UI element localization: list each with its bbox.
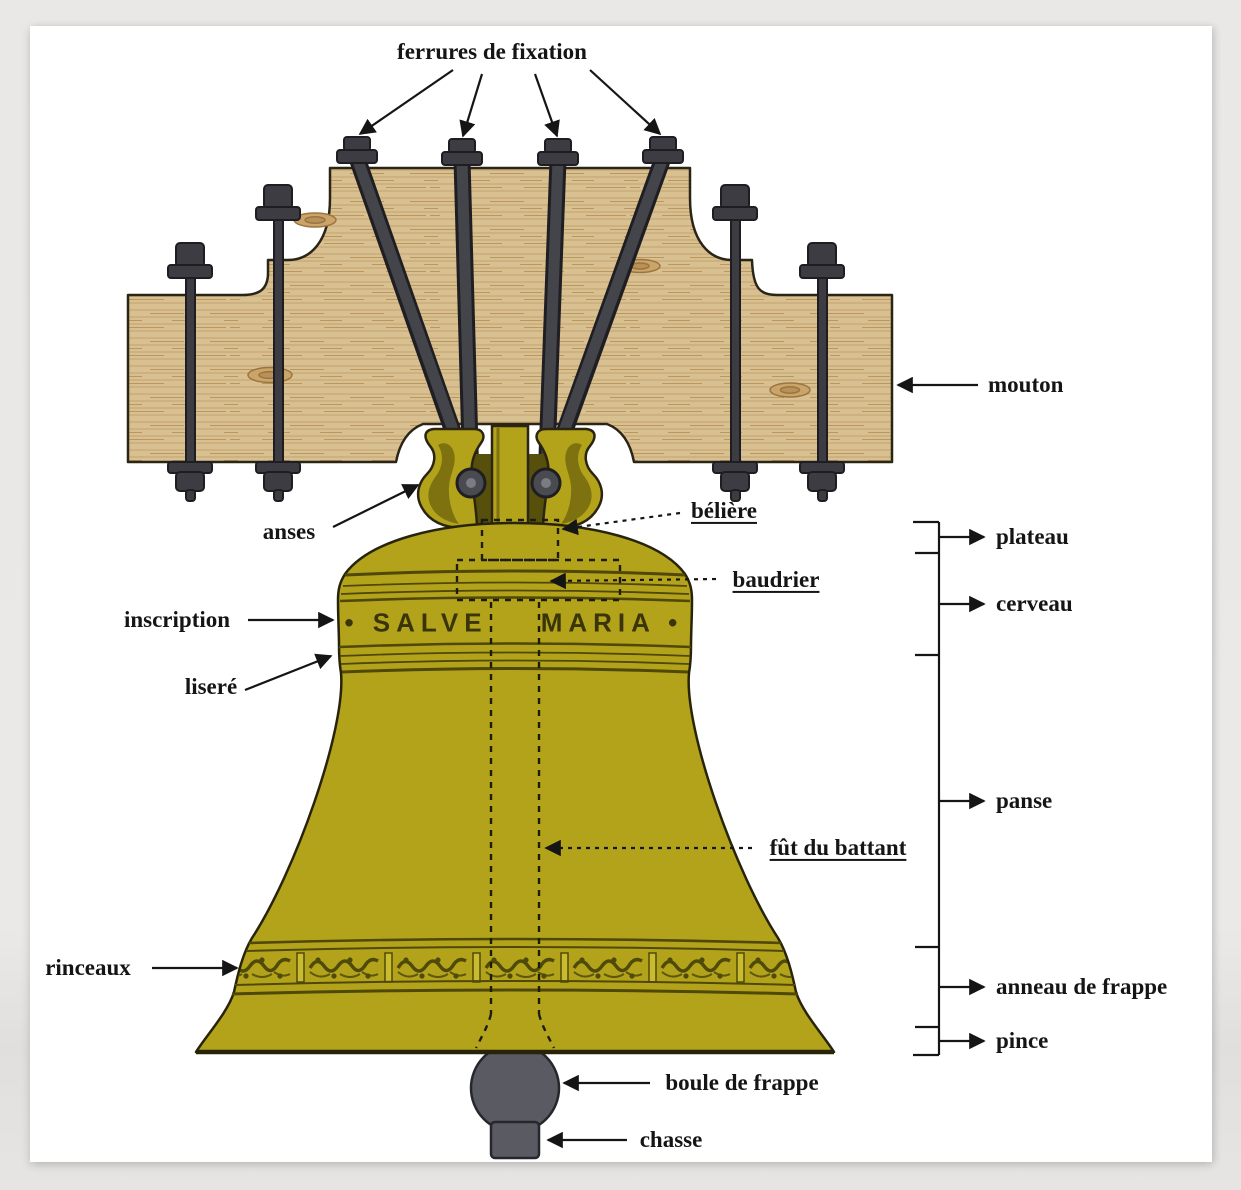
diagram-panel: ferrures de fixation mouton anses bélièr… [30, 26, 1212, 1162]
label-inscription: inscription [123, 606, 231, 632]
mouton-beam [126, 166, 894, 464]
label-cerveau: cerveau [996, 590, 1073, 616]
battant-clapper [469, 1042, 561, 1160]
arrow-baudrier [549, 572, 717, 590]
ferrures-straps [336, 136, 684, 486]
bell-diagram-drawing [126, 69, 986, 1160]
arrow-beliere [561, 511, 681, 536]
label-mouton: mouton [988, 371, 1064, 397]
zone-bracket [913, 520, 986, 1057]
label-beliere: bélière [691, 497, 757, 523]
arrow-ferrure-1 [358, 69, 454, 135]
beliere-dashed-box [480, 518, 560, 562]
lisere-moldings [338, 642, 692, 674]
rinceaux-band [231, 937, 799, 996]
battant-dashed-outline [455, 518, 622, 1049]
label-boule-de-frappe: boule de frappe [665, 1069, 819, 1095]
label-baudrier: baudrier [732, 566, 820, 592]
label-panse: panse [996, 787, 1053, 813]
label-lisere: liseré [184, 673, 238, 699]
boule-de-frappe-ball [469, 1042, 561, 1134]
label-anses: anses [262, 518, 316, 544]
arrow-ferrure-2 [459, 73, 484, 138]
bell-inscription-left: • SALVE [344, 607, 488, 638]
bolt [255, 184, 301, 502]
bolt [167, 242, 213, 502]
label-plateau: plateau [996, 523, 1069, 549]
arrow-ferrure-3 [533, 73, 560, 138]
crown-post [490, 424, 530, 530]
bolt [712, 184, 758, 502]
bolt [799, 242, 845, 502]
arrow-anses [332, 484, 420, 528]
label-anneau-de-frappe: anneau de frappe [996, 973, 1168, 999]
strap-pivots [455, 467, 562, 499]
label-ferrures-de-fixation: ferrures de fixation [397, 38, 587, 64]
arrow-ferrure-4 [589, 69, 662, 136]
label-fut-du-battant: fût du battant [769, 834, 907, 860]
shoulder-moldings [339, 569, 691, 603]
bell-inscription-right: MARIA • [540, 607, 684, 638]
label-rinceaux: rinceaux [45, 954, 131, 980]
anse-left [416, 427, 485, 530]
chasse-shaft [489, 1120, 541, 1160]
bell-body [194, 521, 836, 1055]
mounting-bolts [167, 184, 845, 502]
baudrier-dashed-box [455, 558, 622, 602]
bell-crown [416, 424, 604, 530]
label-pince: pince [996, 1027, 1049, 1053]
label-chasse: chasse [639, 1126, 703, 1152]
callout-arrows [152, 69, 978, 1149]
arrow-lisere [244, 653, 333, 692]
